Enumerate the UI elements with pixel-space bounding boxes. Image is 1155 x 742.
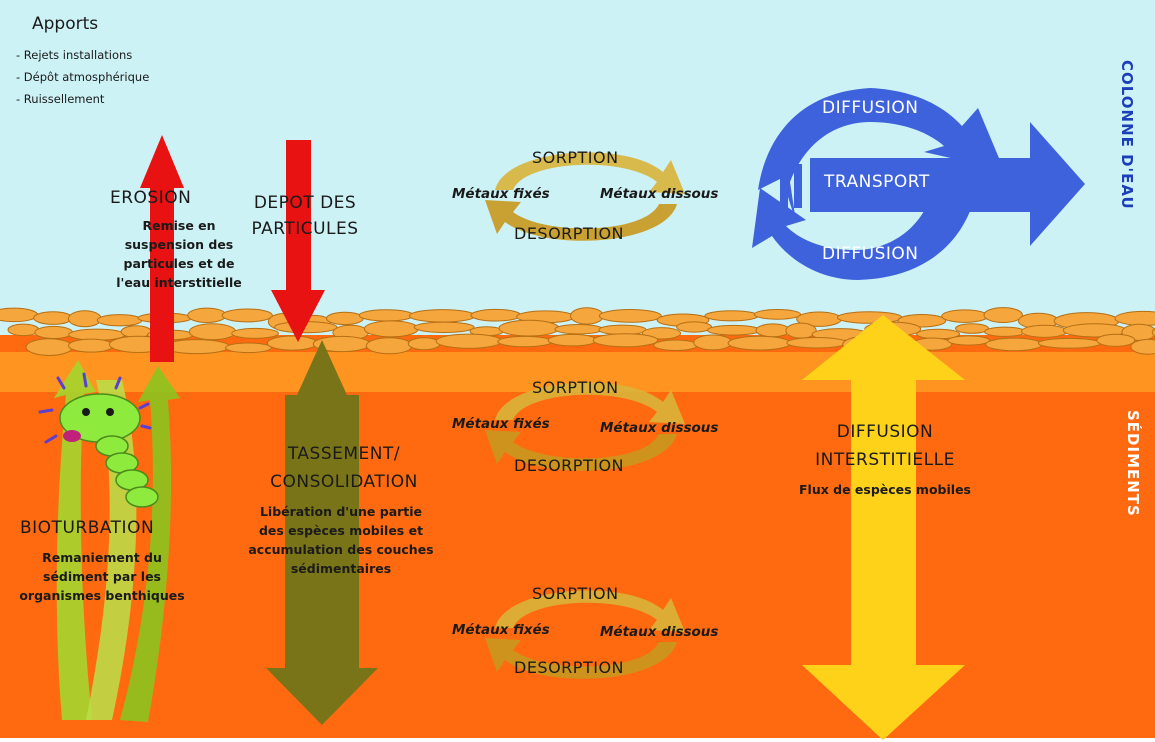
worm-illustration bbox=[38, 372, 159, 508]
desorption-arrow bbox=[485, 430, 677, 471]
sorption-arrow bbox=[495, 152, 685, 194]
pebble bbox=[1151, 328, 1155, 337]
pebble bbox=[755, 323, 791, 338]
pebble bbox=[221, 308, 273, 323]
pebble bbox=[785, 322, 817, 339]
desorption-arrow bbox=[485, 638, 677, 679]
pebble bbox=[704, 310, 759, 322]
pebble bbox=[985, 337, 1043, 352]
pebble bbox=[7, 323, 40, 337]
pebble bbox=[947, 335, 991, 346]
apports-item: - Rejets installations bbox=[16, 48, 133, 62]
water-column-label: COLONNE D'EAU bbox=[1118, 60, 1136, 210]
pebble bbox=[358, 309, 415, 322]
pebble bbox=[497, 335, 553, 348]
cycle-2-fixed-metals: Métaux fixés bbox=[452, 416, 550, 432]
pebble bbox=[955, 323, 990, 334]
erosion-arrow bbox=[140, 135, 184, 362]
cycle-1-desorption: DESORPTION bbox=[514, 224, 624, 243]
pebble bbox=[598, 324, 647, 336]
pebble bbox=[727, 335, 792, 351]
pebble bbox=[188, 323, 237, 341]
pebble bbox=[836, 311, 903, 324]
pebble bbox=[187, 307, 227, 323]
pebble bbox=[676, 321, 713, 333]
pebble bbox=[326, 311, 364, 326]
cycle-1-fixed-metals: Métaux fixés bbox=[452, 186, 550, 202]
pebble bbox=[413, 321, 475, 333]
pebble bbox=[33, 311, 73, 325]
pebble bbox=[1037, 337, 1102, 349]
desorption-arrow bbox=[485, 200, 677, 241]
pebble bbox=[67, 310, 102, 328]
erosion-title: EROSION bbox=[110, 188, 192, 208]
tassement-title: TASSEMENT/CONSOLIDATION bbox=[270, 444, 418, 492]
sorption-arrow bbox=[495, 382, 685, 424]
pebble bbox=[786, 337, 848, 349]
depot-arrow bbox=[271, 140, 325, 342]
apports-item: - Dépôt atmosphérique bbox=[16, 70, 150, 84]
cycle-3-fixed-metals: Métaux fixés bbox=[452, 622, 550, 638]
pebble bbox=[983, 307, 1023, 324]
cycle-1-sorption: SORPTION bbox=[532, 148, 619, 167]
pebble bbox=[554, 324, 604, 335]
cycle-2-dissolved-metals: Métaux dissous bbox=[600, 420, 719, 436]
pebble bbox=[1020, 324, 1068, 338]
diffusion-interstitielle-description: Flux de espèces mobiles bbox=[799, 482, 971, 497]
transport-label: TRANSPORT bbox=[824, 172, 930, 192]
apports-title: Apports bbox=[32, 14, 99, 34]
diffusion-bottom-label: DIFFUSION bbox=[822, 244, 919, 264]
pebble bbox=[707, 324, 761, 336]
pebble bbox=[96, 314, 143, 327]
cycle-3-sorption: SORPTION bbox=[532, 584, 619, 603]
pebble bbox=[598, 309, 662, 323]
pebble bbox=[365, 337, 413, 355]
pebble bbox=[407, 337, 441, 351]
pebble bbox=[231, 327, 280, 339]
apports-item: - Ruissellement bbox=[16, 92, 105, 106]
pebble bbox=[1130, 338, 1155, 355]
pebble bbox=[941, 309, 989, 323]
cycle-3-desorption: DESORPTION bbox=[514, 658, 624, 677]
pebble bbox=[653, 339, 699, 351]
sorption-cycles-art bbox=[485, 152, 685, 679]
pebble bbox=[693, 334, 733, 351]
tassement-arrow bbox=[266, 340, 378, 725]
cycle-2-desorption: DESORPTION bbox=[514, 456, 624, 475]
pebble bbox=[1096, 333, 1136, 347]
diffusion-interstitielle-arrow bbox=[802, 315, 965, 740]
pebble bbox=[498, 319, 560, 337]
pebble bbox=[409, 309, 476, 323]
white-frame-bottom bbox=[0, 738, 1155, 742]
pebble bbox=[435, 333, 503, 349]
cycle-1-dissolved-metals: Métaux dissous bbox=[600, 186, 719, 202]
pebble bbox=[570, 307, 604, 325]
pebble bbox=[266, 335, 318, 351]
bioturbation-title: BIOTURBATION bbox=[20, 518, 155, 538]
pebble bbox=[984, 326, 1026, 337]
sediments-label: SÉDIMENTS bbox=[1124, 410, 1142, 517]
pebble bbox=[753, 309, 802, 320]
pebble bbox=[592, 333, 659, 348]
pebble bbox=[0, 307, 39, 323]
pebble bbox=[224, 342, 272, 354]
pebble bbox=[34, 325, 74, 340]
pebble-layer bbox=[0, 307, 1155, 356]
diffusion-top-label: DIFFUSION bbox=[822, 98, 919, 118]
sorption-arrow bbox=[495, 590, 685, 632]
pebble bbox=[25, 338, 74, 356]
pebble bbox=[68, 338, 114, 353]
pebble bbox=[470, 308, 522, 322]
transport-arrows bbox=[752, 88, 1085, 280]
cycle-3-dissolved-metals: Métaux dissous bbox=[600, 624, 719, 640]
pebble bbox=[363, 320, 419, 338]
cycle-2-sorption: SORPTION bbox=[532, 378, 619, 397]
pebble bbox=[547, 333, 598, 347]
